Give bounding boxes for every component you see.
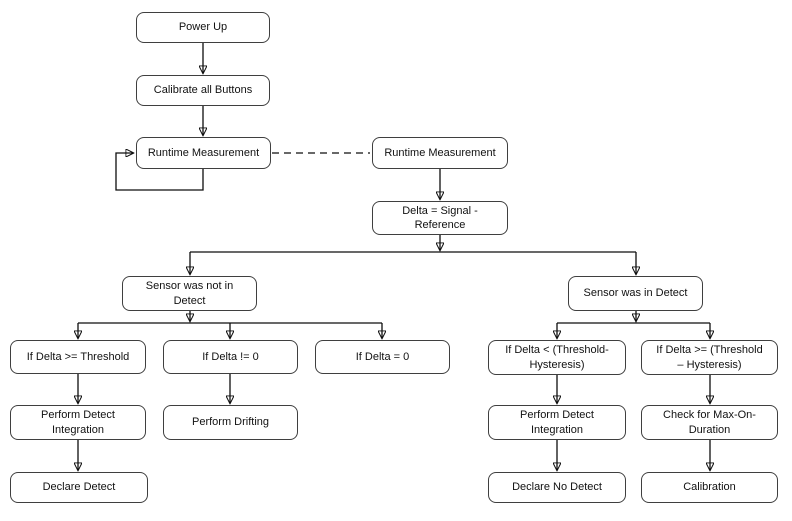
node-if-delta-lt-threshold-hysteresis: If Delta < (Threshold- Hysteresis): [488, 340, 626, 375]
node-if-delta-ne-zero: If Delta != 0: [163, 340, 298, 374]
node-runtime-measurement-right: Runtime Measurement: [372, 137, 508, 169]
node-if-delta-eq-zero: If Delta = 0: [315, 340, 450, 374]
node-runtime-measurement-left: Runtime Measurement: [136, 137, 271, 169]
node-perform-drifting: Perform Drifting: [163, 405, 298, 440]
node-sensor-was-not-in-detect: Sensor was not in Detect: [122, 276, 257, 311]
node-delta-signal-reference: Delta = Signal - Reference: [372, 201, 508, 235]
node-perform-detect-integration-right: Perform Detect Integration: [488, 405, 626, 440]
edge-runtime-left-self-loop: [115, 153, 204, 191]
node-calibrate-all-buttons: Calibrate all Buttons: [136, 75, 270, 106]
node-declare-detect: Declare Detect: [10, 472, 148, 503]
node-sensor-was-in-detect: Sensor was in Detect: [568, 276, 703, 311]
node-power-up: Power Up: [136, 12, 270, 43]
node-perform-detect-integration-left: Perform Detect Integration: [10, 405, 146, 440]
node-if-delta-ge-threshold: If Delta >= Threshold: [10, 340, 146, 374]
node-check-for-max-on-duration: Check for Max-On- Duration: [641, 405, 778, 440]
node-declare-no-detect: Declare No Detect: [488, 472, 626, 503]
node-if-delta-ge-threshold-hysteresis: If Delta >= (Threshold – Hysteresis): [641, 340, 778, 375]
node-calibration: Calibration: [641, 472, 778, 503]
